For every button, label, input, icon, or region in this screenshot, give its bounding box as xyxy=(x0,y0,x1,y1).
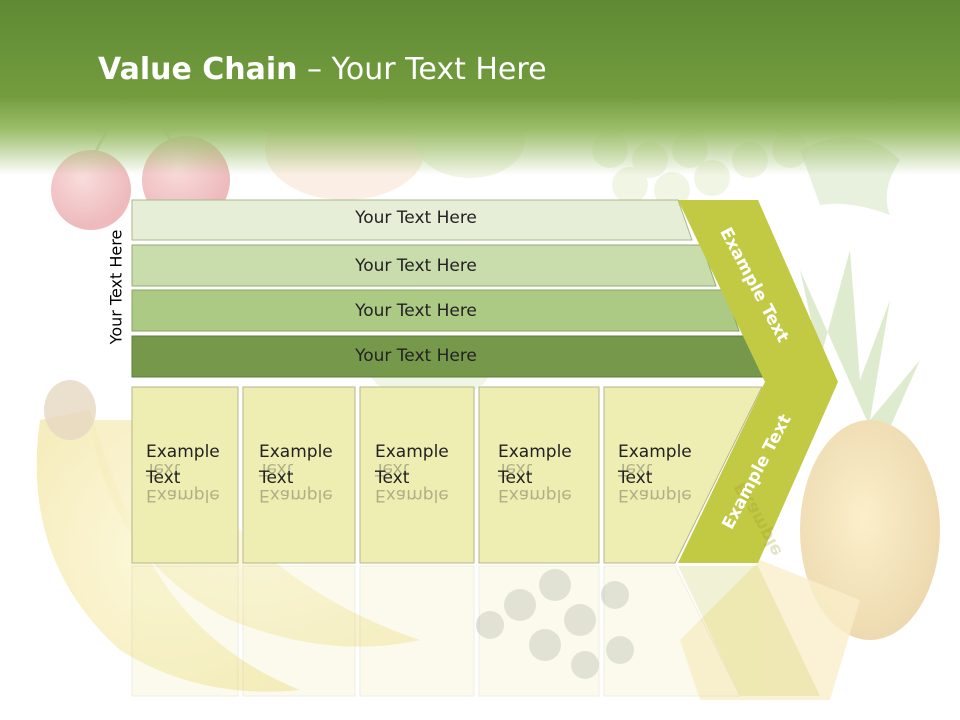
box-2-line1: Example xyxy=(259,442,333,462)
box-2-line2: Text xyxy=(259,468,294,488)
reflection-2-line2: Text xyxy=(259,459,294,479)
box-4-line1: Example xyxy=(498,442,572,462)
primary-box-4 xyxy=(478,386,600,564)
reflection-1-line1: Example xyxy=(146,485,220,505)
margin-chevron xyxy=(678,200,838,563)
reflection-4-line2: Text xyxy=(498,459,533,479)
title-bold: Value Chain xyxy=(98,52,298,87)
reflection-2-line1: Example xyxy=(259,485,333,505)
support-row-1 xyxy=(131,199,693,241)
support-row-3-label: Your Text Here xyxy=(355,301,477,321)
header-bar xyxy=(0,0,960,175)
reflection-5-line1: Example xyxy=(618,485,692,505)
reflection-5-line2: Text xyxy=(618,459,653,479)
box-5-line2: Text xyxy=(618,468,653,488)
support-row-4-label: Your Text Here xyxy=(355,346,477,366)
support-row-1-label: Your Text Here xyxy=(355,208,477,228)
primary-box-3 xyxy=(359,386,475,564)
primary-box-5 xyxy=(603,386,763,564)
reflection-1-line2: Text xyxy=(146,459,181,479)
reflection-3-line2: Text xyxy=(375,459,410,479)
box-1-line1: Example xyxy=(146,442,220,462)
reflection-3-line1: Example xyxy=(375,485,449,505)
reflection xyxy=(131,565,820,697)
box-4-line2: Text xyxy=(498,468,533,488)
primary-box-2 xyxy=(242,386,356,564)
box-1-line2: Text xyxy=(146,468,181,488)
box-5-line1: Example xyxy=(618,442,692,462)
reflection-4-line1: Example xyxy=(498,485,572,505)
slide-title: Value Chain – Your Text Here xyxy=(98,52,547,87)
support-row-3 xyxy=(131,289,740,332)
side-label: Your Text Here xyxy=(106,229,126,345)
primary-box-1 xyxy=(131,386,239,564)
box-3-line2: Text xyxy=(375,468,410,488)
support-row-2 xyxy=(131,244,717,287)
support-row-2-label: Your Text Here xyxy=(355,256,477,276)
box-3-line1: Example xyxy=(375,442,449,462)
title-rest: – Your Text Here xyxy=(297,52,547,87)
